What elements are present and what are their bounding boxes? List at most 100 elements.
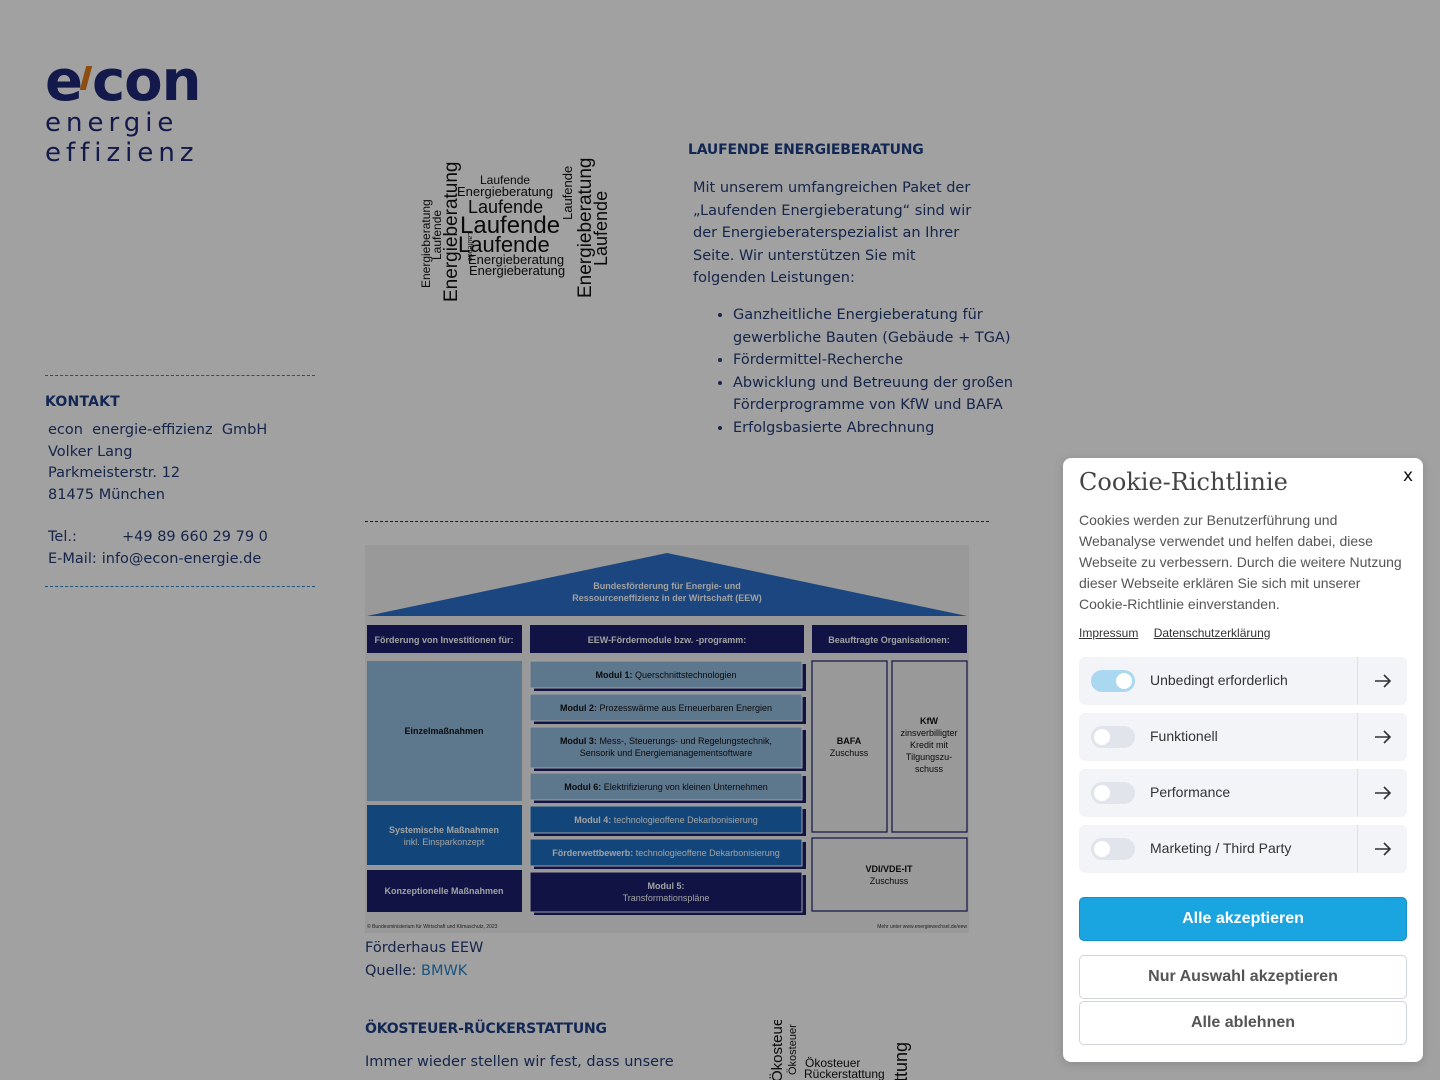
toggle-essential[interactable] bbox=[1091, 670, 1135, 692]
cookie-option-essential: Unbedingt erforderlich bbox=[1079, 657, 1407, 705]
cloud-word: Laufende bbox=[468, 197, 543, 217]
cloud-word: Energieberatung bbox=[575, 158, 596, 299]
vdi-title: VDI/VDE-IT bbox=[865, 864, 913, 874]
section-title-laufende: LAUFENDE ENERGIEBERATUNG bbox=[688, 142, 924, 158]
cookie-description: Cookies werden zur Benutzerführung und W… bbox=[1079, 512, 1402, 612]
toggle-functional[interactable] bbox=[1091, 726, 1135, 748]
header-investitionen: Förderung von Investitionen für: bbox=[375, 635, 514, 645]
option-label: Funktionell bbox=[1150, 728, 1218, 744]
section-intro-oekosteuer: Immer wieder stellen wir fest, dass unse… bbox=[365, 1054, 674, 1070]
caption-source: Quelle: BMWK bbox=[365, 960, 483, 983]
accept-selection-button[interactable]: Nur Auswahl akzeptieren bbox=[1079, 955, 1407, 999]
reject-all-button[interactable]: Alle ablehnen bbox=[1079, 1001, 1407, 1045]
cloud-word: Energieberatung bbox=[468, 252, 564, 267]
header-organisationen: Beauftragte Organisationen: bbox=[828, 635, 950, 645]
arrow-right-icon bbox=[1374, 842, 1391, 856]
module-box bbox=[529, 726, 803, 769]
kfw-title: KfW bbox=[920, 716, 938, 726]
option-label: Unbedingt erforderlich bbox=[1150, 672, 1288, 688]
email-row: E-Mail: info@econ-energie.de bbox=[48, 549, 315, 571]
module-box bbox=[529, 693, 803, 722]
cookie-option-performance: Performance bbox=[1079, 769, 1407, 817]
module-label: Modul 2: Prozesswärme aus Erneuerbaren E… bbox=[560, 703, 772, 713]
cookie-option-marketing: Marketing / Third Party bbox=[1079, 825, 1407, 873]
wordcloud-laufende-energieberatung: Laufende Energieberatung Laufende Laufen… bbox=[419, 158, 611, 303]
bafa-sub: Zuschuss bbox=[830, 748, 869, 758]
phone-label: Tel.: bbox=[48, 529, 77, 545]
roof bbox=[367, 553, 967, 616]
toggle-performance[interactable] bbox=[1091, 782, 1135, 804]
cloud-word: Energieberatung bbox=[457, 184, 553, 199]
bafa-title: BAFA bbox=[837, 736, 862, 746]
list-item: Erfolgsbasierte Abrechnung bbox=[733, 417, 1033, 440]
module-label: Modul 3: Mess-, Steuerungs- und Regelung… bbox=[560, 736, 772, 758]
kfw-line: Tilgungszu- bbox=[906, 752, 952, 762]
toggle-marketing[interactable] bbox=[1091, 838, 1135, 860]
expand-marketing-button[interactable] bbox=[1357, 825, 1407, 873]
cloud-word: Energieberatung bbox=[419, 199, 433, 288]
roof-title-line1: Bundesförderung für Energie- und bbox=[593, 581, 741, 591]
cloud-word: Laufende bbox=[460, 212, 560, 239]
arrow-right-icon bbox=[1374, 786, 1391, 800]
impressum-link[interactable]: Impressum bbox=[1079, 626, 1139, 640]
section-intro-laufende: Mit unserem umfangreichen Paket der „Lau… bbox=[693, 180, 972, 286]
contact-sidebar: KONTAKT econ energie-effizienz GmbH Volk… bbox=[45, 375, 315, 587]
cloud-word: Laufende bbox=[458, 232, 550, 257]
module-box bbox=[529, 772, 803, 801]
kfw-line: Kredit mit bbox=[910, 740, 949, 750]
einzelmassnahmen: Einzelmaßnahmen bbox=[404, 726, 483, 736]
divider bbox=[365, 521, 989, 522]
cookie-links: Impressum Datenschutzerklärung bbox=[1079, 626, 1282, 640]
module-label: Modul 5:Transformationspläne bbox=[623, 881, 710, 903]
phone-value[interactable]: +49 89 660 29 79 0 bbox=[122, 529, 268, 545]
datenschutz-link[interactable]: Datenschutzerklärung bbox=[1153, 626, 1271, 640]
street: Parkmeisterstr. 12 bbox=[48, 465, 181, 481]
module-box bbox=[529, 660, 803, 689]
divider bbox=[45, 375, 315, 376]
contact-person: Volker Lang bbox=[48, 443, 133, 460]
cloud-word: ttung bbox=[891, 1042, 911, 1080]
cloud-word: Laufende bbox=[560, 166, 575, 220]
cloud-word: Ökosteuer bbox=[787, 1024, 799, 1075]
email-label: E-Mail: bbox=[48, 550, 97, 567]
close-button[interactable]: x bbox=[1402, 466, 1413, 486]
vdi-sub: Zuschuss bbox=[870, 876, 909, 886]
contact-title: KONTAKT bbox=[45, 394, 120, 410]
contact-details: econ energie-effizienz GmbH Volker Lang … bbox=[45, 420, 315, 570]
einsparkonzept: inkl. Einsparkonzept bbox=[404, 837, 485, 847]
konzeptionelle-massnahmen: Konzeptionelle Maßnahmen bbox=[384, 886, 503, 896]
kfw-line: schuss bbox=[915, 764, 944, 774]
expand-essential-button[interactable] bbox=[1357, 657, 1407, 705]
module-label: Modul 1: Querschnittstechnologien bbox=[595, 670, 736, 680]
cloud-word: Energieberatung bbox=[469, 263, 565, 278]
cloud-word: Laufende bbox=[480, 173, 530, 187]
option-label: Marketing / Third Party bbox=[1150, 840, 1292, 856]
foerderhaus-eew-diagram[interactable]: Bundesförderung für Energie- und Ressour… bbox=[365, 545, 969, 933]
list-item: Abwicklung und Betreuung der großen Förd… bbox=[733, 372, 1033, 417]
wordcloud-oekosteuer: Ökosteuer Ökosteuer Ökosteuer Rückerstat… bbox=[768, 1020, 911, 1080]
accept-all-button[interactable]: Alle akzeptieren bbox=[1079, 897, 1407, 941]
city: 81475 München bbox=[48, 486, 165, 503]
cloud-word: Rückerstattung bbox=[804, 1067, 885, 1080]
cloud-word: Laufende bbox=[466, 232, 473, 261]
expand-functional-button[interactable] bbox=[1357, 713, 1407, 761]
cookie-consent-dialog: x Cookie-Richtlinie Cookies werden zur B… bbox=[1063, 458, 1423, 1062]
expand-performance-button[interactable] bbox=[1357, 769, 1407, 817]
cloud-word: Laufende bbox=[430, 210, 444, 260]
section-title-oekosteuer: ÖKOSTEUER-RÜCKERSTATTUNG bbox=[365, 1021, 607, 1037]
cloud-word: Laufende bbox=[591, 191, 611, 266]
source-link-bmwk[interactable]: BMWK bbox=[421, 963, 468, 979]
diagram-source-url: Mehr unter www.energiewechsel.de/eew bbox=[877, 924, 967, 930]
cloud-word: Ökosteuer bbox=[805, 1056, 860, 1070]
email-link[interactable]: info@econ-energie.de bbox=[101, 550, 262, 567]
module-box bbox=[529, 871, 803, 913]
module-box bbox=[529, 805, 803, 834]
module-box bbox=[529, 838, 803, 867]
module-label: Förderwettbewerb: technologieoffene Deka… bbox=[552, 848, 779, 858]
logo-line-energie: energie bbox=[45, 108, 179, 138]
list-item: Ganzheitliche Energieberatung für gewerb… bbox=[733, 304, 1033, 349]
services-list: Ganzheitliche Energieberatung für gewerb… bbox=[693, 304, 1033, 439]
module-label: Modul 6: Elektrifizierung von kleinen Un… bbox=[564, 782, 768, 792]
cloud-word: Ökosteuer bbox=[768, 1020, 786, 1080]
